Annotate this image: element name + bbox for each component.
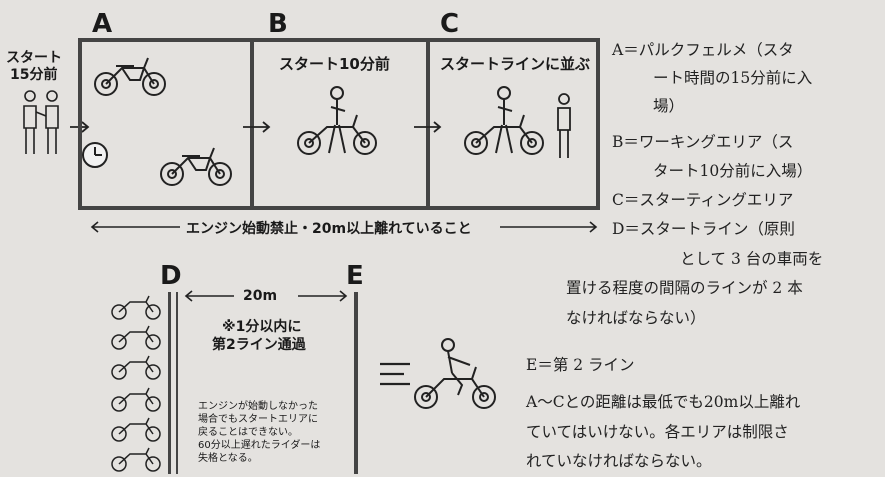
start-line bbox=[176, 292, 178, 474]
legend-note-2: ていてはいけない。各エリアは制限さ bbox=[526, 423, 789, 441]
clock-icon bbox=[82, 142, 108, 168]
area-divider-bc bbox=[426, 38, 430, 210]
pass-rule-text: ※1分以内に 第2ライン通過 bbox=[212, 318, 306, 354]
warning-line: エンジンが始動しなかった bbox=[198, 401, 318, 412]
official-icon bbox=[557, 93, 571, 158]
legend-a-3: 場） bbox=[653, 97, 685, 115]
pass-rule-line: 第2ライン通過 bbox=[212, 337, 306, 353]
second-line bbox=[354, 292, 358, 474]
legend-a-2: ート時間の15分前に入 bbox=[653, 69, 813, 87]
start-time-label: スタート 15分前 bbox=[6, 50, 62, 84]
arrow-right-icon bbox=[243, 121, 271, 133]
distance-label: 20m bbox=[243, 288, 278, 304]
zone-c-caption: スタートラインに並ぶ bbox=[440, 55, 591, 73]
engine-rule-text: エンジン始動禁止・20m以上離れていること bbox=[180, 218, 478, 238]
legend-d-2: として 3 台の車両を bbox=[680, 250, 824, 268]
zone-b-letter: B bbox=[268, 9, 288, 39]
pass-rule-line: ※1分以内に bbox=[222, 319, 302, 335]
start-line bbox=[168, 292, 171, 474]
warning-line: 場合でもスタートエリアに bbox=[198, 414, 318, 425]
area-divider-ab bbox=[250, 38, 254, 210]
start-label-line: スタート bbox=[6, 50, 62, 66]
areas-frame bbox=[78, 38, 600, 210]
motorcycle-icon bbox=[160, 147, 232, 186]
legend-c: C＝スターティングエリア bbox=[612, 191, 794, 209]
warning-line: 戻ることはできない。 bbox=[198, 427, 298, 438]
motorcycle-icon bbox=[94, 57, 166, 96]
zone-c-letter: C bbox=[440, 9, 460, 39]
legend-b-2: タート10分前に入場） bbox=[653, 162, 813, 180]
warning-text: エンジンが始動しなかった 場合でもスタートエリアに 戻ることはできない。 60分… bbox=[198, 400, 320, 465]
double-arrow-icon bbox=[90, 221, 598, 233]
warning-line: 失格となる。 bbox=[198, 453, 258, 464]
legend-d-1: D＝スタートライン（原則 bbox=[612, 220, 795, 238]
officials-icon bbox=[23, 90, 59, 154]
legend-note-1: A～Cとの距離は最低でも20m以上離れ bbox=[526, 393, 801, 411]
speed-lines-icon bbox=[380, 362, 410, 386]
legend-a-1: A＝パルクフェルメ（スタ bbox=[612, 41, 794, 59]
start-label-line: 15分前 bbox=[10, 67, 58, 83]
warning-line: 60分以上遅れたライダーは bbox=[198, 440, 321, 451]
rider-with-motorcycle-icon bbox=[464, 86, 544, 155]
zone-a-letter: A bbox=[92, 9, 113, 39]
zone-b-caption: スタート10分前 bbox=[279, 55, 390, 73]
double-arrow-icon bbox=[184, 290, 348, 302]
arrow-right-icon bbox=[414, 121, 442, 133]
legend-d-3: 置ける程度の間隔のラインが 2 本 bbox=[566, 279, 803, 297]
legend-note-3: れていなければならない。 bbox=[526, 452, 712, 470]
lined-up-motorcycles-icon bbox=[111, 295, 161, 472]
zone-d-letter: D bbox=[160, 261, 182, 291]
rider-on-motorcycle-icon bbox=[414, 338, 496, 409]
rider-with-motorcycle-icon bbox=[297, 86, 377, 155]
legend-d-4: なければならない） bbox=[566, 309, 706, 327]
legend-e: E＝第 2 ライン bbox=[526, 356, 635, 374]
zone-e-letter: E bbox=[346, 261, 364, 291]
legend-b-1: B＝ワーキングエリア（ス bbox=[612, 133, 794, 151]
